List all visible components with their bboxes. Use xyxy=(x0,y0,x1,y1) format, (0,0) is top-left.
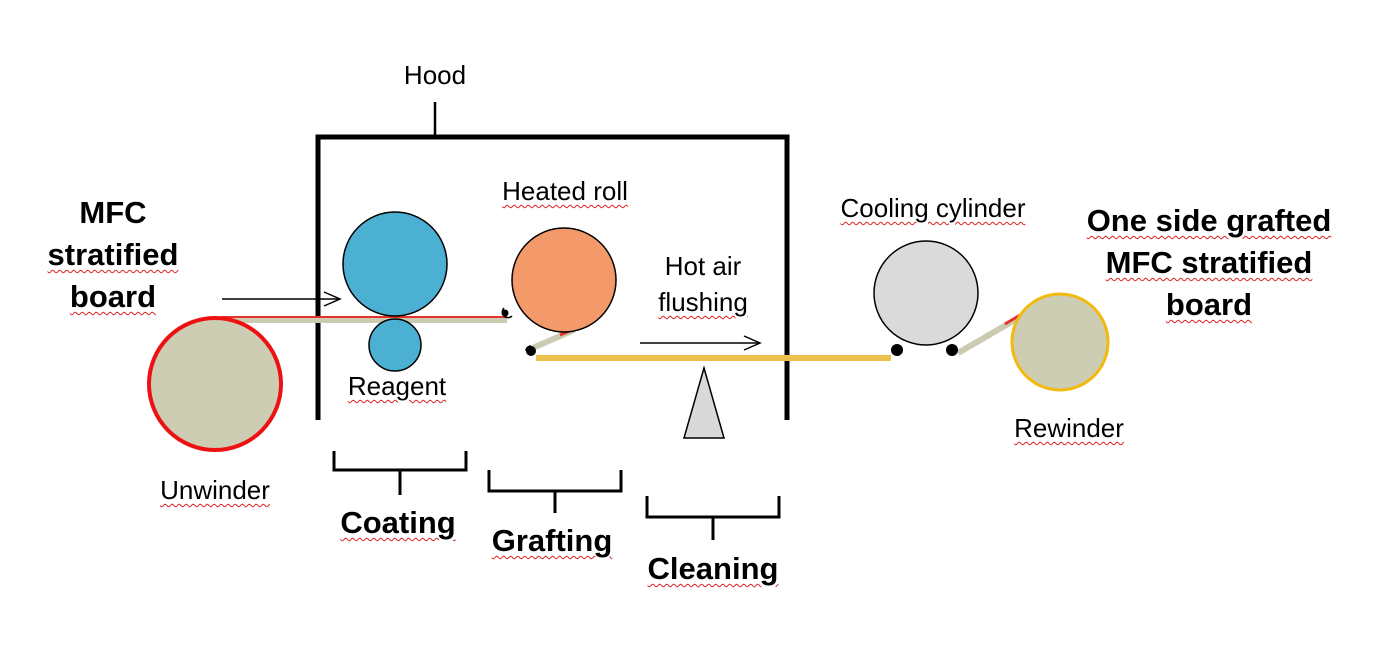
stage-grafting-label: Grafting xyxy=(491,523,613,558)
output-line-2: MFC stratified xyxy=(1105,245,1313,280)
input-board-label: MFC stratified board xyxy=(48,192,179,318)
cooling-cylinder-label: Cooling cylinder xyxy=(840,193,1026,223)
input-line-2: stratified xyxy=(47,237,179,272)
input-arrow-head xyxy=(323,291,342,307)
hot-air-flushing-label: Hot air flushing xyxy=(658,248,748,320)
reagent-roll xyxy=(368,318,422,372)
rewinder-label: Rewinder xyxy=(1014,413,1124,443)
rewinder-roll xyxy=(1010,292,1110,392)
coating-brace xyxy=(332,451,468,495)
coating-roll xyxy=(342,211,448,317)
unwinder-roll xyxy=(147,316,283,452)
hood-enclosure xyxy=(315,134,790,420)
input-line-3: board xyxy=(69,279,157,314)
output-board-label: One side grafted MFC stratified board xyxy=(1087,200,1332,326)
stage-coating-label: Coating xyxy=(340,505,456,540)
web-to-rewinder xyxy=(956,314,1022,356)
heated-roll xyxy=(511,227,617,333)
hot-air-nozzle xyxy=(683,365,725,439)
guide-roller-heated-top-dot xyxy=(501,309,509,317)
input-line-1: MFC xyxy=(79,195,147,230)
guide-roller-heated-bottom xyxy=(526,346,536,356)
cleaning-brace xyxy=(645,496,781,540)
grafting-brace xyxy=(487,470,623,513)
guide-roller-heated-bottom-hook xyxy=(525,345,532,352)
output-line-1: One side grafted xyxy=(1086,203,1332,238)
cooling-cylinder xyxy=(873,240,979,346)
hot-air-line-2: flushing xyxy=(658,287,748,317)
heated-roll-label: Heated roll xyxy=(502,176,628,206)
reagent-label: Reagent xyxy=(347,371,447,401)
output-line-3: board xyxy=(1165,287,1253,322)
guide-roller-cooling-right xyxy=(946,344,958,356)
guide-roller-cooling-left xyxy=(891,344,903,356)
hood-label: Hood xyxy=(403,60,467,90)
hot-air-arrow-head xyxy=(743,335,762,351)
hot-air-line-1: Hot air xyxy=(664,251,742,281)
unwinder-label: Unwinder xyxy=(160,475,270,505)
stage-cleaning-label: Cleaning xyxy=(647,551,779,586)
